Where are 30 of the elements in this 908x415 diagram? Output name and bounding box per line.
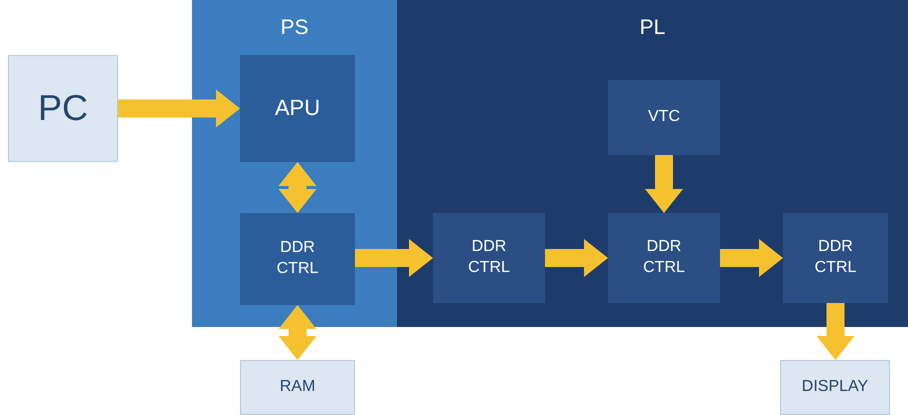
display-box <box>780 360 890 415</box>
arrow <box>816 303 854 360</box>
node-label: PL <box>640 15 666 41</box>
controller-block <box>783 213 888 303</box>
node-label: APU <box>274 94 320 122</box>
arrow <box>645 155 683 213</box>
arrow <box>278 305 316 360</box>
ps-panel <box>192 0 397 327</box>
node-label: PS <box>280 15 308 41</box>
controller-block <box>608 213 720 303</box>
node-label: PC <box>38 86 88 130</box>
node-label: DISPLAY <box>802 377 868 398</box>
node-label: RAM <box>280 377 316 398</box>
arrow <box>355 239 433 277</box>
pl-panel <box>397 0 908 327</box>
controller-block <box>433 213 545 303</box>
arrow <box>720 239 783 277</box>
node-label: DDR CTRL <box>276 238 320 279</box>
apu-block <box>240 55 355 162</box>
vtc-block <box>608 80 720 155</box>
arrow <box>278 162 316 213</box>
arrow <box>118 90 240 128</box>
node-label: DDR CTRL <box>467 237 511 278</box>
controller-block <box>240 213 355 305</box>
arrow <box>545 239 608 277</box>
ram-box <box>240 360 355 415</box>
pc-box <box>8 55 118 162</box>
node-label: VTC <box>648 107 680 128</box>
node-label: DDR CTRL <box>642 237 686 278</box>
node-label: DDR CTRL <box>814 237 858 278</box>
